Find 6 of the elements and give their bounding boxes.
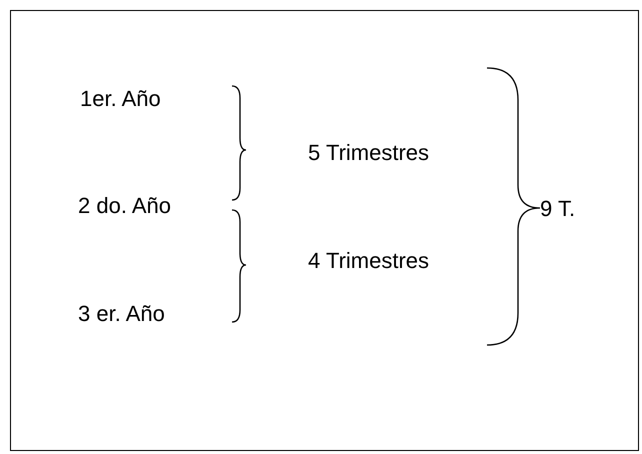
quarter-count: 5 Trimestres xyxy=(308,142,430,164)
quarter-count: 4 Trimestres xyxy=(308,250,430,272)
year-label: 2 do. Año xyxy=(78,195,171,217)
year-label: 3 er. Año xyxy=(78,303,165,325)
year-label: 1er. Año xyxy=(80,88,161,110)
total-label: 9 T. xyxy=(540,198,576,220)
